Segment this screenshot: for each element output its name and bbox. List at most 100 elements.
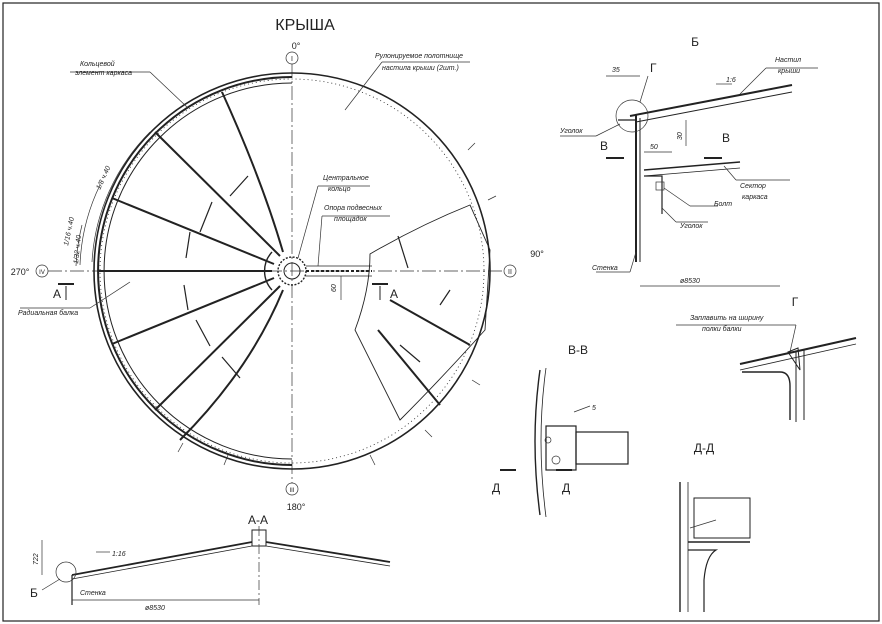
radial-beam-curved (221, 91, 284, 253)
strut (439, 289, 451, 306)
angle-180-label: 180° (287, 502, 306, 512)
strut (397, 235, 409, 269)
angle-0-label: 0° (292, 41, 301, 51)
section-d-left: Д (492, 481, 500, 495)
detail-g: Г Заплавить на ширину полки балки (676, 295, 857, 422)
detail-b: Б Г 35 30 50 ø8530 1:6 Настил крыши (559, 35, 818, 287)
strut (221, 356, 241, 379)
leader-support (317, 215, 323, 267)
label-deck-2: крыши (778, 68, 800, 75)
bolt-vv (551, 455, 561, 465)
leader-bolt (663, 187, 691, 207)
dim-35: 35 (612, 67, 620, 74)
sector-frame (643, 161, 741, 171)
deck-seam-ring (99, 78, 485, 464)
radial-beam (154, 131, 281, 257)
dim-30: 30 (677, 132, 684, 140)
roof-slope-right-inner (265, 545, 391, 567)
label-roll-sheet-1: Рулонируемое полотнище (375, 53, 463, 60)
label-sector-1: Сектор (740, 183, 766, 190)
label-central-ring-1: Центральное (323, 175, 369, 182)
label-radial-beam: Радиальная балка (18, 309, 78, 317)
weld-dd (689, 519, 717, 529)
radial-beam (111, 197, 275, 265)
weld-vv: 5 (592, 405, 596, 412)
note-leader (789, 324, 797, 353)
label-ring-element-2: элемент каркаса (75, 70, 132, 77)
roof-slope-left (71, 541, 253, 576)
strut (229, 175, 249, 197)
axis-bubble-right (503, 264, 517, 278)
axis-label-top: I (291, 56, 293, 63)
section-a-a: А-А Б 722 1:16 ø8530 Стенка (30, 513, 391, 612)
callout-b-leader (41, 578, 61, 591)
dim-l16: 1/16 ч.40 (63, 217, 76, 247)
section-v-left: В (600, 139, 608, 153)
leader-angle-bottom (661, 207, 677, 223)
strut (399, 344, 421, 363)
ring-ticks (177, 142, 497, 466)
beam-dd (693, 497, 751, 539)
radial-beam (154, 285, 281, 411)
bolt (655, 181, 665, 191)
wall-vv (534, 369, 541, 516)
callout-b-circle (55, 561, 77, 583)
label-support-1: Опора подвесных (324, 204, 382, 212)
roof-slope-left-inner (71, 545, 253, 580)
label-wall-b: Стенка (592, 265, 618, 272)
beam-vv (575, 431, 629, 465)
wall-g (795, 350, 805, 422)
strut (185, 231, 191, 259)
slope-1-16: 1:16 (112, 551, 126, 558)
label-support-2: площадок (334, 215, 367, 223)
leader-radial-beam (89, 281, 131, 309)
detail-dd-title: Д-Д (694, 441, 714, 455)
section-aa-title: А-А (248, 513, 268, 527)
axis-label-left: IV (39, 270, 45, 276)
label-angle-bottom: Уголок (679, 223, 703, 230)
roof-slope-right (265, 541, 391, 563)
arc-dim-l8 (91, 131, 151, 263)
angle-top (618, 119, 637, 140)
note-line-2: полки балки (702, 325, 742, 333)
bolt-vv-2 (544, 436, 552, 444)
bracket-plate (545, 425, 577, 471)
leader-deck (739, 67, 767, 95)
outer-ring (93, 72, 491, 470)
angle-90-label: 90° (530, 249, 544, 259)
leader-angle-top (595, 123, 621, 137)
leader-sheet (344, 61, 383, 111)
radial-beam (389, 299, 471, 346)
radial-beams (98, 91, 284, 441)
strut (195, 319, 211, 347)
section-v-right: В (722, 131, 730, 145)
central-ring-inner (283, 262, 301, 280)
deck-plate (629, 84, 793, 117)
label-sector-2: каркаса (742, 194, 768, 201)
arc-dim-l16 (79, 184, 101, 266)
detail-v-v: В-В 5 Д Д (492, 343, 629, 518)
secondary-struts (183, 175, 249, 379)
section-mark-left-letter: А (53, 287, 61, 301)
axis-label-right: II (508, 269, 512, 276)
radial-beam (111, 277, 275, 345)
sector-frame-lower (643, 167, 741, 177)
radial-beam (377, 329, 441, 406)
label-deck-1: Настил (775, 57, 801, 64)
weld-g (787, 347, 801, 371)
strut (183, 284, 189, 311)
dim-60: 60 (331, 284, 338, 292)
callout-g: Г (650, 61, 657, 75)
dim-l8: 1/8 ч.40 (95, 165, 112, 191)
leader-central-ring (297, 185, 319, 259)
wall-vv-inner (540, 367, 547, 518)
slope-b: 1:6 (726, 77, 736, 84)
label-wall: Стенка (80, 590, 106, 597)
leader-ring (149, 71, 189, 109)
weld-vv-leader (573, 405, 591, 413)
callout-g-circle (615, 99, 649, 133)
section-mark-right-letter: А (390, 287, 398, 301)
section-d-right: Д (562, 481, 570, 495)
